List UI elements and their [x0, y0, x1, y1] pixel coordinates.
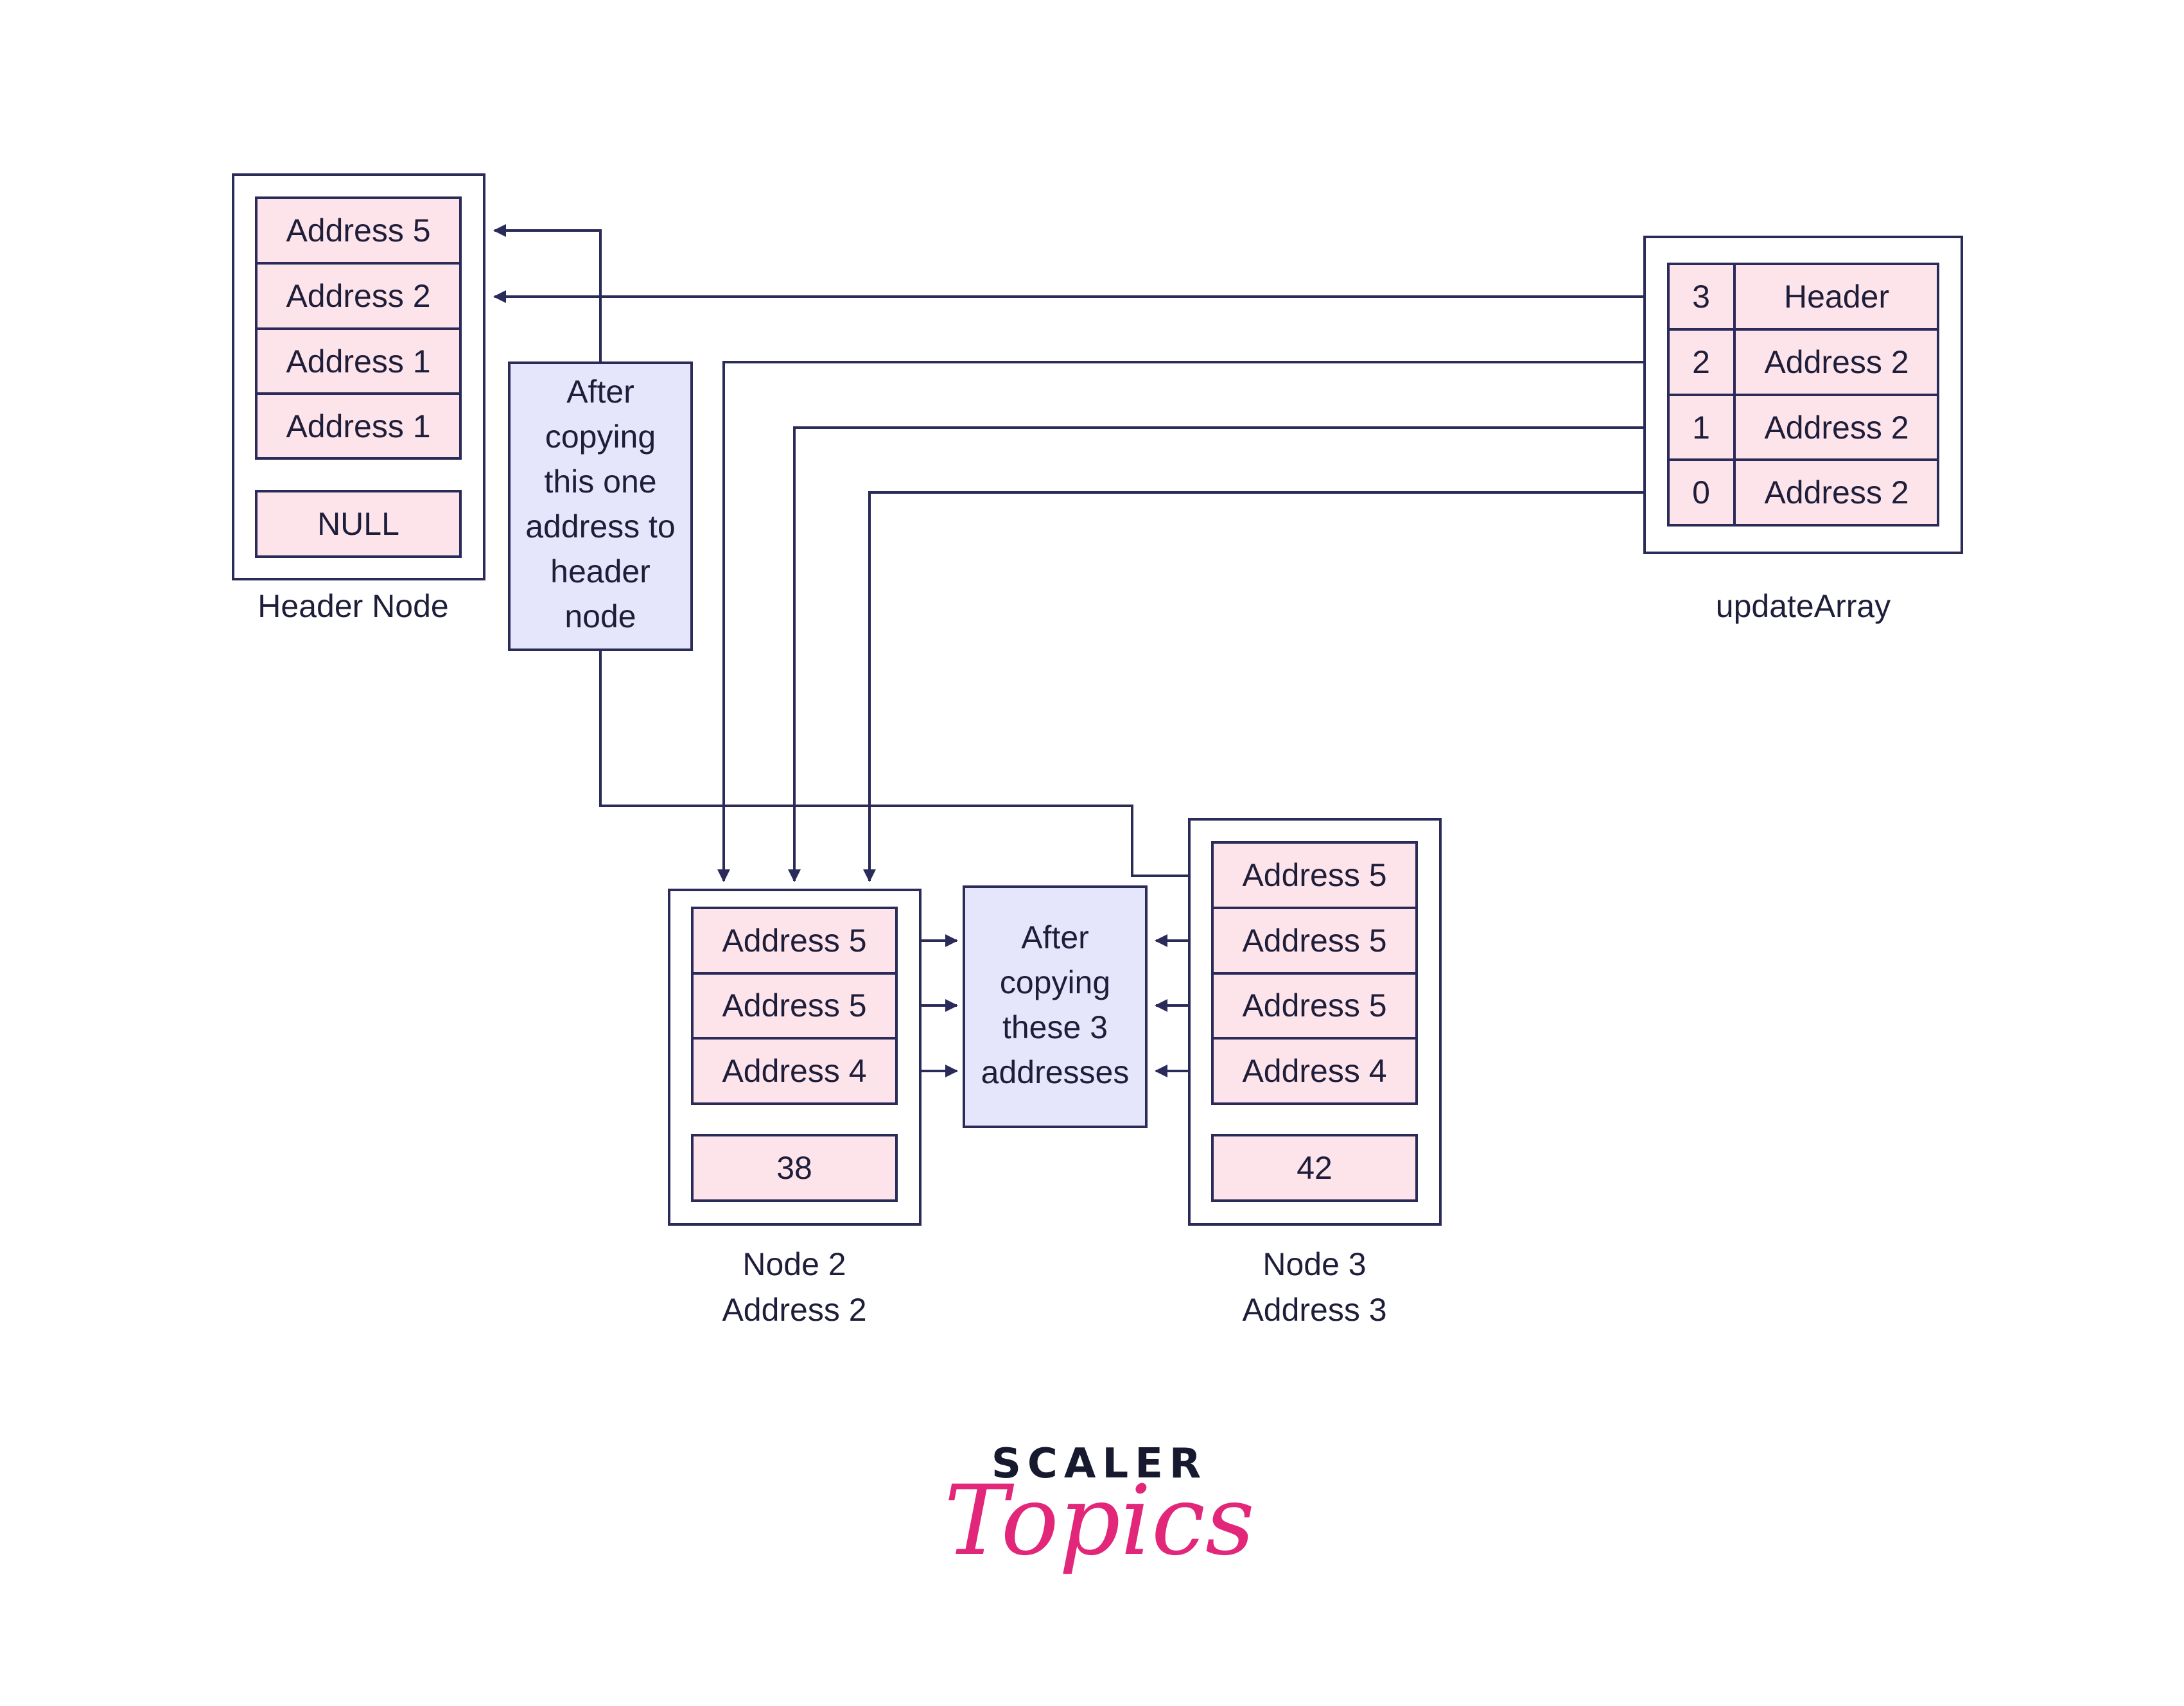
- node-3-cell: [1211, 841, 1418, 909]
- line-node3-to-note-single: [599, 650, 1212, 877]
- note-single-line: copying: [545, 419, 656, 455]
- note-multi-copy: After copying these 3 addresses: [963, 885, 1148, 1128]
- update-array-value: Address 2: [1764, 410, 1909, 446]
- node-2-value: 38: [776, 1150, 812, 1186]
- arrow-note-to-header-address5: [493, 224, 602, 363]
- node-3-cell: [1211, 1037, 1418, 1105]
- node-3-cell-label: Address 5: [1242, 857, 1386, 893]
- note-single-line: node: [564, 598, 636, 634]
- node-2-cell-label: Address 4: [722, 1053, 866, 1089]
- header-node-null-cell: [255, 490, 462, 558]
- update-array-value: Address 2: [1764, 474, 1909, 510]
- node-3: Address 5 Address 5 Address 5 Address 4 …: [1188, 818, 1442, 1328]
- node-2-value-cell: [691, 1134, 898, 1202]
- arrow-update-row1-to-node2: [788, 426, 1668, 882]
- update-array-caption: updateArray: [1716, 588, 1891, 624]
- node-3-caption: Address 3: [1242, 1292, 1386, 1328]
- note-single-line: header: [550, 553, 651, 589]
- header-node: Address 5 Address 2 Address 1 Address 1 …: [232, 173, 485, 624]
- header-node-cell-label: Address 1: [286, 408, 430, 444]
- update-array-index: 1: [1692, 410, 1710, 446]
- update-array-index-cell: [1667, 458, 1736, 527]
- node-2-cell-label: Address 5: [722, 923, 866, 959]
- header-node-cell-label: Address 2: [286, 278, 430, 314]
- update-array-value-cell: [1733, 458, 1939, 527]
- update-array-index-cell: [1667, 263, 1736, 331]
- node-3-cell-label: Address 5: [1242, 923, 1386, 959]
- header-node-cell: [255, 392, 462, 460]
- note-single-line: address to: [525, 509, 675, 544]
- update-array-value-cell: [1733, 328, 1939, 396]
- update-array-index: 2: [1692, 344, 1710, 380]
- arrow-update-row0-to-node2: [863, 491, 1668, 882]
- note-multi-line: After: [1021, 919, 1089, 955]
- note-multi-line: addresses: [981, 1054, 1130, 1090]
- node-3-caption: Node 3: [1262, 1246, 1366, 1282]
- node-3-value: 42: [1297, 1150, 1332, 1186]
- node-2-cell-label: Address 5: [722, 988, 866, 1023]
- update-array-index: 0: [1692, 474, 1710, 510]
- update-array-index: 3: [1692, 279, 1710, 315]
- note-multi-line: these 3: [1002, 1009, 1108, 1045]
- header-node-cell-label: Address 1: [286, 344, 430, 379]
- node-2-cell: [691, 972, 898, 1040]
- note-single-box: [508, 361, 693, 651]
- arrow-update-row2-to-node2: [717, 361, 1668, 882]
- header-node-null-label: NULL: [317, 506, 399, 542]
- update-array-value: Header: [1784, 279, 1889, 315]
- logo-wordmark-top: SCALER: [992, 1440, 1207, 1488]
- update-array-value-cell: [1733, 263, 1939, 331]
- node-3-value-cell: [1211, 1134, 1418, 1202]
- header-node-caption: Header Node: [258, 588, 448, 624]
- header-node-cell: [255, 196, 462, 265]
- node-2-cell: [691, 907, 898, 975]
- node-2-caption: Node 2: [742, 1246, 846, 1282]
- node-2-caption: Address 2: [722, 1292, 866, 1328]
- update-array: 3 Header 2 Address 2 1 Address 2 0 Addre…: [1643, 236, 1963, 624]
- node-3-cell: [1211, 972, 1418, 1040]
- node-2: Address 5 Address 5 Address 4 38 Node 2 …: [668, 889, 922, 1328]
- note-single-copy: After copying this one address to header…: [508, 361, 693, 651]
- header-node-cell: [255, 327, 462, 395]
- header-node-cell-label: Address 5: [286, 213, 430, 248]
- node-3-cell-label: Address 4: [1242, 1053, 1386, 1089]
- node-2-cell: [691, 1037, 898, 1105]
- logo-wordmark-bottom: Topics: [944, 1465, 1255, 1577]
- note-multi-line: copying: [1000, 964, 1110, 1000]
- update-array-value: Address 2: [1764, 344, 1909, 380]
- node-3-cell: [1211, 907, 1418, 975]
- node-3-cell-label: Address 5: [1242, 988, 1386, 1023]
- note-single-line: this one: [544, 464, 656, 500]
- note-single-line: After: [566, 374, 634, 410]
- note-multi-box: [963, 885, 1148, 1128]
- scaler-topics-logo: SCALER Topics: [944, 1440, 1255, 1577]
